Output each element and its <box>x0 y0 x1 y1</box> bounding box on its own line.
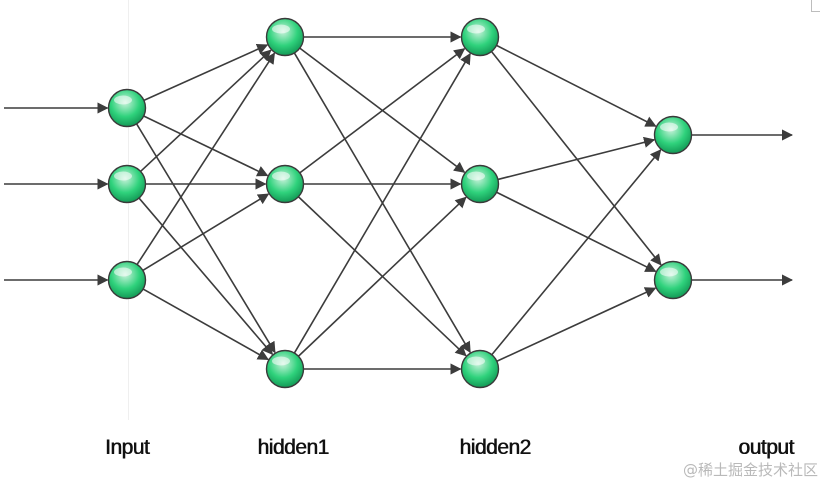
node-input-2 <box>107 260 147 300</box>
node-hidden1-0 <box>265 17 305 57</box>
node-highlight <box>467 171 485 181</box>
edge-hidden2-0-to-output-1 <box>490 50 662 266</box>
node-hidden2-1 <box>460 164 500 204</box>
node-output-1 <box>653 260 693 300</box>
edge-hidden2-1-to-output-1 <box>496 191 657 273</box>
layer-label-hidden2: hidden2 <box>459 436 531 459</box>
node-highlight <box>114 267 132 277</box>
edge-hidden2-1-to-output-0 <box>497 136 656 181</box>
edge-input-2-to-hidden1-1 <box>142 193 270 272</box>
faint-divider <box>128 0 129 420</box>
edge-input-0-to-hidden1-2 <box>135 123 276 354</box>
edge-hidden2-2-to-output-1 <box>496 287 657 362</box>
edge-hidden1-1-to-hidden2-0 <box>299 48 466 174</box>
layer-label-output: output <box>738 436 794 459</box>
edge-input-2-to-hidden1-2 <box>142 288 269 361</box>
connections <box>4 31 794 375</box>
node-hidden1-2 <box>265 349 305 389</box>
layer-label-input: Input <box>104 436 150 459</box>
edge-input-0-to-hidden1-1 <box>143 115 269 177</box>
node-input-1 <box>107 164 147 204</box>
node-highlight <box>467 24 485 34</box>
node-highlight <box>272 356 290 366</box>
node-highlight <box>272 24 290 34</box>
edge-hidden1-2-to-hidden2-1 <box>297 196 467 357</box>
node-highlight <box>114 171 132 181</box>
node-output-0 <box>653 115 693 155</box>
edge-input-0-to-hidden1-0 <box>143 44 269 102</box>
edge-hidden2-0-to-output-0 <box>496 44 657 127</box>
node-hidden1-1 <box>265 164 305 204</box>
node-input-0 <box>107 88 147 128</box>
edge-input-2-to-hidden1-0 <box>136 52 276 265</box>
node-hidden2-2 <box>460 349 500 389</box>
node-highlight <box>660 267 678 277</box>
node-highlight <box>114 95 132 105</box>
node-highlight <box>660 122 678 132</box>
edge-input-1-to-hidden1-0 <box>139 49 272 172</box>
neurons <box>107 17 693 389</box>
layer-label-hidden1: hidden1 <box>257 436 329 459</box>
node-hidden2-0 <box>460 17 500 57</box>
corner-crop-mark <box>811 0 820 12</box>
watermark: @稀土掘金技术社区 <box>682 461 818 479</box>
edge-input-1-to-hidden1-2 <box>138 197 274 356</box>
node-highlight <box>272 171 290 181</box>
node-highlight <box>467 356 485 366</box>
edge-hidden2-2-to-output-0 <box>491 149 662 356</box>
edge-hidden1-2-to-hidden2-0 <box>293 52 471 354</box>
